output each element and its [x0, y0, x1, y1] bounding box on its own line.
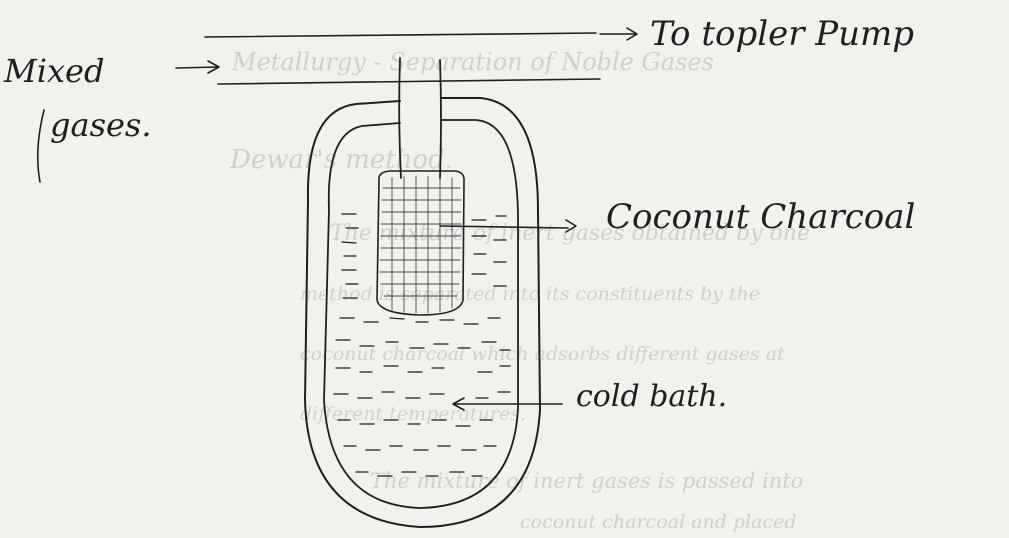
pump-arrow	[600, 28, 637, 40]
tube-left-wall	[399, 58, 401, 178]
mixed-gases-arrow	[176, 61, 219, 73]
pipe-bottom-line	[218, 79, 600, 84]
ghost-line-3: method is separated into its constituent…	[300, 283, 760, 305]
pump-label: To topler Pump	[650, 14, 914, 54]
gases-label: gases.	[50, 106, 152, 144]
pipe-top-line	[205, 33, 596, 37]
ghost-line-7: coconut charcoal and placed	[520, 511, 797, 533]
tube-right-wall	[440, 60, 441, 178]
ghost-line-5: different temperatures.	[300, 403, 526, 425]
gases-curve	[38, 110, 44, 182]
ghost-line-6: The mixture of inert gases is passed int…	[370, 469, 803, 493]
charcoal-label: Coconut Charcoal	[606, 197, 915, 237]
ghost-line-0: Metallurgy - Separation of Noble Gases	[231, 48, 714, 76]
cold-bath-label: cold bath.	[576, 379, 727, 414]
mixed-label: Mixed	[3, 52, 104, 90]
